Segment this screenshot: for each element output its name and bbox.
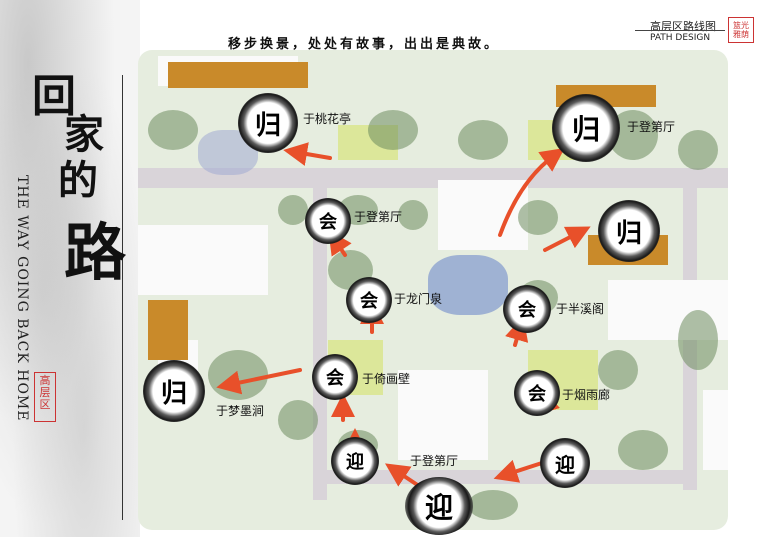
title-char-lu: 路 bbox=[64, 216, 127, 289]
panel-divider bbox=[122, 75, 123, 520]
header-divider bbox=[635, 30, 725, 31]
roof-orange bbox=[168, 62, 308, 88]
building bbox=[138, 225, 268, 295]
building bbox=[703, 390, 728, 470]
tree-cluster bbox=[618, 430, 668, 470]
page-subtitle: PATH DESIGN bbox=[650, 33, 711, 43]
building bbox=[438, 180, 528, 250]
pond bbox=[428, 255, 508, 315]
label-dengdi-hall-center: 于登第厅 bbox=[354, 210, 403, 224]
title-char-de: 的 bbox=[58, 157, 98, 204]
road-north bbox=[138, 168, 728, 188]
return-stamp-taohua: 归 bbox=[238, 93, 298, 153]
arrow bbox=[543, 226, 591, 252]
label-dengdi-hall-ne: 于登第厅 bbox=[627, 120, 676, 134]
tree-cluster bbox=[398, 200, 428, 230]
arrow bbox=[498, 148, 565, 237]
meet-stamp-yihua: 会 bbox=[312, 354, 358, 400]
label-longmen-spring: 于龙门泉 bbox=[394, 292, 443, 306]
tree-cluster bbox=[468, 490, 518, 520]
arrow bbox=[216, 368, 302, 395]
seal-stamp: 高层区 bbox=[34, 372, 56, 422]
meet-stamp-yanyu: 会 bbox=[514, 370, 560, 416]
welcome-stamp-east: 迎 bbox=[540, 438, 590, 488]
meet-stamp-dengdi: 会 bbox=[305, 198, 351, 244]
meet-stamp-longmen: 会 bbox=[346, 277, 392, 323]
title-char-jia: 家 bbox=[64, 111, 104, 158]
tree-cluster bbox=[678, 130, 718, 170]
welcome-stamp-west: 迎 bbox=[331, 437, 379, 485]
tree-cluster bbox=[148, 110, 198, 150]
ink-wash-panel bbox=[0, 0, 140, 537]
arrow bbox=[283, 142, 332, 166]
slogan: 移步换景，处处有故事，出出是典故。 bbox=[228, 37, 501, 52]
tree-cluster bbox=[278, 195, 308, 225]
page-title: 高层区路线图 bbox=[650, 20, 716, 33]
tree-cluster bbox=[598, 350, 638, 390]
label-yanyu-corridor: 于烟雨廊 bbox=[562, 388, 611, 402]
label-dengdi-hall-south: 于登第厅 bbox=[410, 454, 459, 468]
roof-orange bbox=[148, 300, 188, 360]
tree-cluster bbox=[368, 110, 418, 150]
return-stamp-dengdi: 归 bbox=[552, 94, 620, 162]
return-stamp-mengmo: 归 bbox=[143, 360, 205, 422]
arrow bbox=[328, 230, 352, 257]
label-mengmo-stream: 于梦墨涧 bbox=[216, 404, 265, 418]
tree-cluster bbox=[518, 200, 558, 235]
tree-cluster bbox=[278, 400, 318, 440]
label-yihua-wall: 于倚画壁 bbox=[362, 372, 411, 386]
arrow bbox=[493, 459, 547, 483]
tree-cluster bbox=[458, 120, 508, 160]
site-plan-map bbox=[138, 50, 728, 530]
label-banxi-pavilion: 于半溪阁 bbox=[556, 302, 605, 316]
label-taohua-pavilion: 于桃花亭 bbox=[303, 112, 352, 126]
return-stamp-east: 归 bbox=[598, 200, 660, 262]
title-char-hui: 回 bbox=[32, 71, 76, 122]
logo: 篮光 雅荫 bbox=[728, 17, 754, 43]
building bbox=[398, 370, 488, 460]
welcome-stamp-main: 迎 bbox=[405, 477, 473, 535]
tree-cluster bbox=[678, 310, 718, 370]
meet-stamp-banxi: 会 bbox=[503, 285, 551, 333]
